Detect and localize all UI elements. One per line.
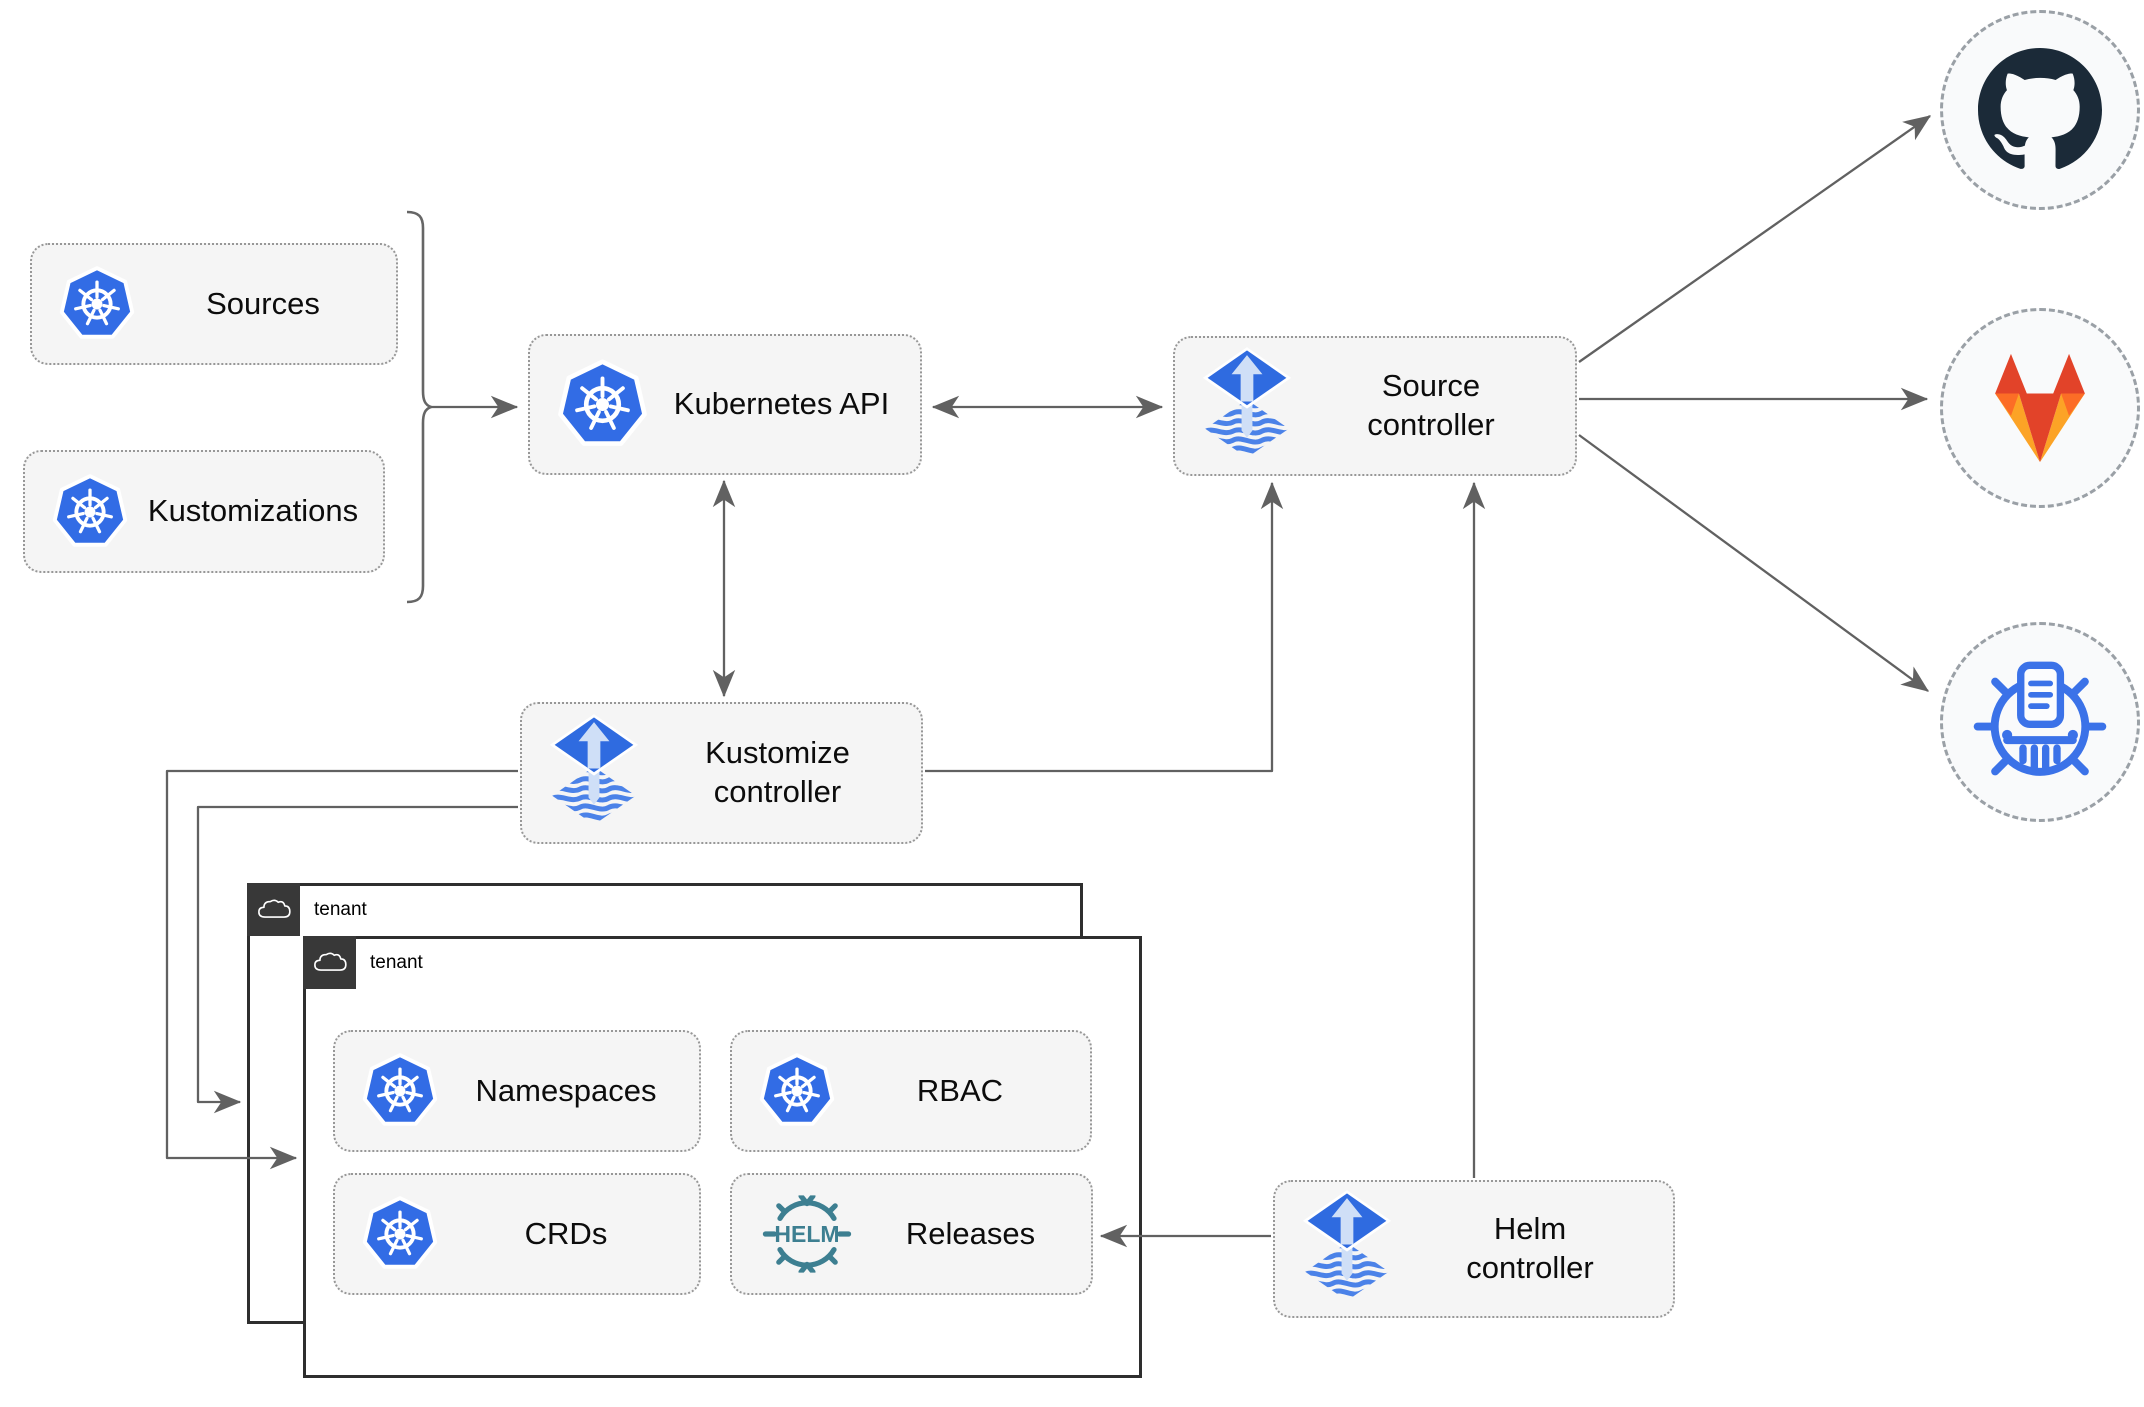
kubernetes-icon — [58, 265, 136, 343]
kubernetes-icon — [361, 1195, 439, 1273]
gitlab-icon — [1974, 348, 2106, 468]
node-label: Kubernetes API — [673, 386, 890, 422]
node-label: Source controller — [1367, 368, 1495, 442]
node-helm-controller: Helm controller — [1273, 1180, 1675, 1318]
cloud-icon — [256, 897, 292, 922]
kubernetes-icon — [51, 473, 129, 551]
node-label: Kustomize controller — [705, 735, 850, 809]
node-label: Namespaces — [475, 1072, 657, 1108]
node-rbac: RBAC — [730, 1030, 1092, 1152]
node-label: CRDs — [524, 1215, 608, 1251]
kubernetes-icon — [758, 1052, 836, 1130]
node-label: Kustomizations — [147, 493, 359, 529]
flux-icon — [1201, 347, 1293, 465]
tenant-label: tenant — [370, 952, 423, 973]
chartmuseum-icon — [1972, 654, 2108, 790]
node-sources: Sources — [30, 243, 398, 365]
helm-icon — [758, 1194, 856, 1274]
remote-helm-repository — [1940, 622, 2140, 822]
flux-icon — [1301, 1190, 1393, 1308]
node-label: Sources — [206, 285, 320, 321]
remote-gitlab — [1940, 308, 2140, 508]
kubernetes-icon — [556, 358, 649, 451]
node-label: Releases — [905, 1215, 1036, 1251]
edge-kustomize-controller-to-source-controller — [925, 481, 1284, 773]
bracket-sources-kustomizations — [406, 210, 433, 604]
node-source-controller: Source controller — [1173, 336, 1577, 476]
node-label: Helm controller — [1466, 1211, 1594, 1285]
node-releases: Releases — [730, 1173, 1093, 1295]
node-kustomizations: Kustomizations — [23, 450, 385, 573]
tenant-header — [303, 936, 356, 989]
node-crds: CRDs — [333, 1173, 701, 1295]
github-icon — [1977, 48, 2103, 172]
tenant-label: tenant — [314, 899, 367, 920]
flux-icon — [548, 714, 640, 832]
kubernetes-icon — [361, 1052, 439, 1130]
edge-source-controller-to-helm-repository — [1578, 434, 1930, 692]
node-kubernetes-api: Kubernetes API — [528, 334, 922, 475]
node-label: RBAC — [916, 1072, 1004, 1108]
tenant-group-front: tenant — [303, 936, 1142, 1378]
node-namespaces: Namespaces — [333, 1030, 701, 1152]
cloud-icon — [312, 950, 348, 975]
tenant-header — [247, 883, 300, 936]
remote-github — [1940, 10, 2140, 210]
node-kustomize-controller: Kustomize controller — [520, 702, 923, 844]
edge-source-controller-to-github — [1578, 115, 1932, 363]
